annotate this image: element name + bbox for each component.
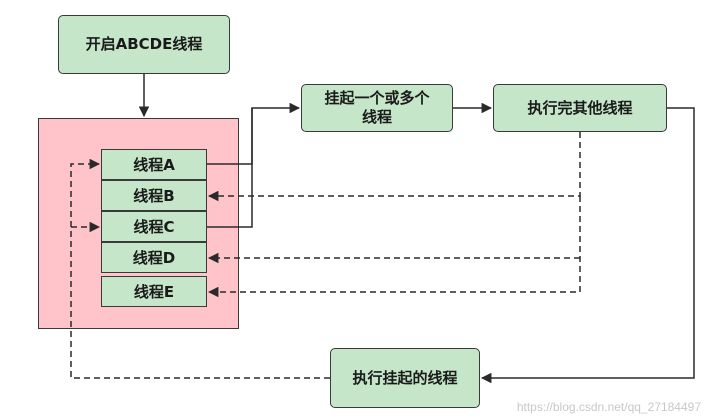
edge-dashed-to-thread-a (70, 158, 330, 379)
suspend-threads-node: 挂起一个或多个 线程 (301, 84, 453, 132)
edge-dashed-to-thread-b (207, 132, 581, 202)
thread-e: 线程E (101, 276, 207, 307)
edge-dashed-to-thread-e (207, 196, 581, 298)
run-other-threads-node: 执行完其他线程 (493, 84, 667, 132)
edge-run-others-to-run-suspended (480, 107, 695, 384)
thread-c: 线程C (101, 211, 207, 242)
edge-thread-c-to-suspend (207, 108, 253, 228)
edge-thread-a-to-suspend (207, 102, 301, 165)
run-suspended-threads-node: 执行挂起的线程 (330, 348, 480, 408)
start-threads-node: 开启ABCDE线程 (58, 15, 230, 74)
watermark: https://blog.csdn.net/qq_27184497 (516, 400, 701, 414)
thread-d: 线程D (101, 242, 207, 273)
thread-a: 线程A (101, 149, 207, 180)
thread-b: 线程B (101, 180, 207, 211)
